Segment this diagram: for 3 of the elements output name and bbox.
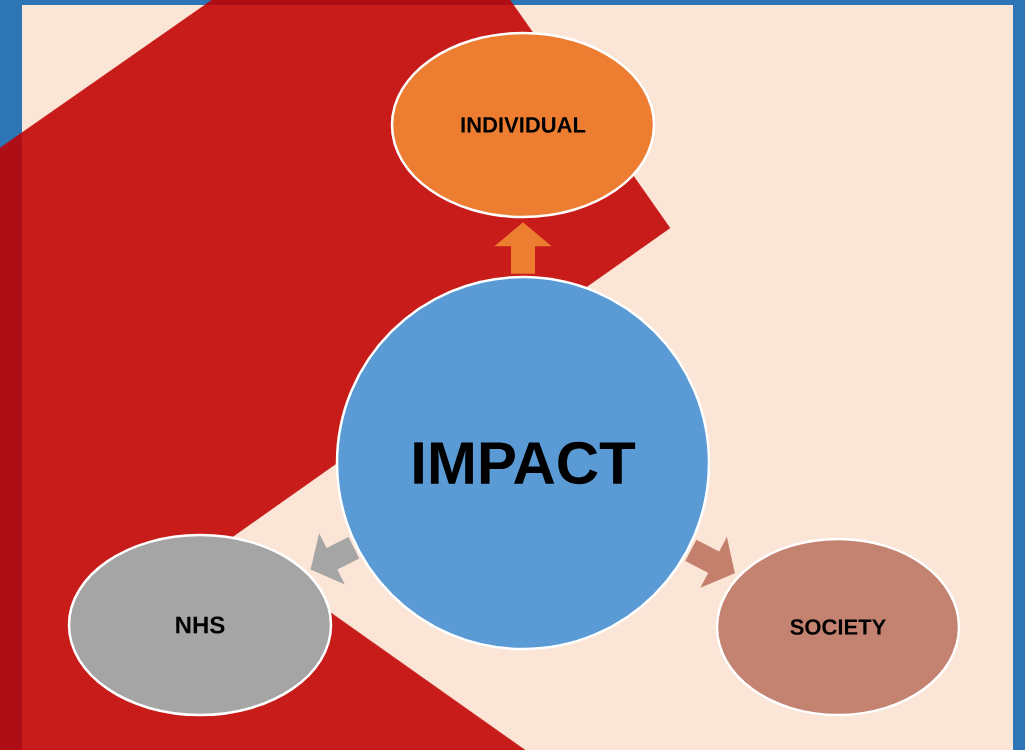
ellipse-node: NHS: [67, 533, 333, 717]
ellipse-node: INDIVIDUAL: [390, 31, 656, 219]
ellipse-node: SOCIETY: [715, 537, 961, 717]
